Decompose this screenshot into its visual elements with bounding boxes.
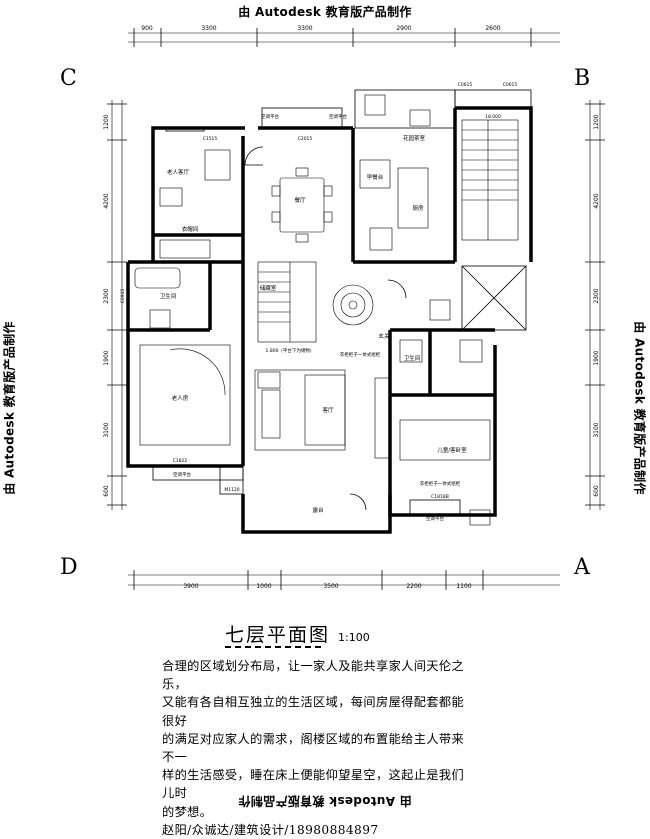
room-kitchen: 厨房 bbox=[412, 204, 424, 212]
corner-label-c: C bbox=[60, 66, 77, 91]
label-wardrobe-2: 衣柜柜子一体式组柜 bbox=[420, 480, 461, 487]
drawing-scale: 1:100 bbox=[338, 631, 370, 644]
room-terrace: 露台 bbox=[312, 506, 324, 514]
drawing-title-block: 七层平面图 1:100 bbox=[225, 620, 370, 648]
label-ac-bottom-left: 空调平台 bbox=[173, 471, 191, 478]
label-stair-width: 18.000 bbox=[485, 114, 501, 120]
description-line-3: 的满足对应家人的需求，阁楼区域的布置能给主人带来不一 bbox=[162, 731, 465, 765]
label-ac-bottom-right: 空调平台 bbox=[426, 515, 444, 522]
room-foyer: 玄关 bbox=[378, 332, 390, 340]
label-c2015: C2015 bbox=[298, 136, 313, 142]
corner-label-a: A bbox=[574, 555, 590, 580]
title-underline bbox=[225, 646, 321, 648]
dim-right-5: 3100 bbox=[593, 422, 600, 437]
dim-left-1: 1200 bbox=[103, 114, 110, 129]
room-bathroom-right: 卫生间 bbox=[404, 354, 421, 362]
dim-top-2: 3300 bbox=[201, 25, 216, 32]
label-c0915: C0915 bbox=[120, 289, 126, 304]
description-credit: 赵阳/众诚达/建筑设计/18980884897 bbox=[162, 822, 379, 837]
dim-top-4: 2900 bbox=[396, 25, 411, 32]
dim-left-4: 1900 bbox=[103, 350, 110, 365]
label-c0615-b: C0615 bbox=[503, 82, 518, 88]
corner-label-d: D bbox=[60, 555, 78, 580]
dim-right-1: 1200 bbox=[593, 114, 600, 129]
dimension-lines bbox=[107, 28, 605, 590]
label-ac-top-mid: 空调平台 bbox=[329, 113, 347, 120]
walls bbox=[126, 89, 533, 534]
room-elder-living: 老人客厅 bbox=[167, 168, 190, 176]
label-c0615-a: C0615 bbox=[458, 82, 473, 88]
label-c1822: C1822 bbox=[173, 458, 188, 464]
label-m1120: M1120 bbox=[224, 487, 239, 493]
description-line-4: 样的生活感受，睡在床上便能仰望星空，这起止是我们儿时 bbox=[162, 768, 465, 801]
room-labels: 老人客厅 餐厅 花园茶室 早餐台 厨房 衣帽间 卫生间 储藏室 玄关 卫生间 老… bbox=[160, 134, 467, 514]
room-garden-tea: 花园茶室 bbox=[403, 134, 426, 142]
room-storage: 储藏室 bbox=[260, 284, 277, 292]
dim-bottom-3: 3500 bbox=[323, 583, 338, 590]
furniture bbox=[134, 94, 491, 526]
dim-right-2: 4200 bbox=[593, 193, 600, 208]
label-ac-top-left: 空调平台 bbox=[261, 113, 279, 120]
dim-left-5: 3100 bbox=[103, 422, 110, 437]
label-c1515: C1515 bbox=[203, 136, 218, 142]
dim-right-6: 600 bbox=[593, 485, 600, 497]
dim-left-3: 2300 bbox=[103, 288, 110, 303]
dim-left-6: 600 bbox=[103, 485, 110, 497]
dim-bottom-1: 3900 bbox=[183, 583, 198, 590]
dim-right-3: 2300 bbox=[593, 288, 600, 303]
annotation-labels: C1515 C2015 C0615 C0615 18.000 C0915 C18… bbox=[120, 82, 517, 522]
dimension-labels: 900 3300 3300 2900 2600 3900 1000 3500 2… bbox=[103, 25, 600, 590]
label-c1818b: C1818B bbox=[431, 494, 449, 500]
dim-top-1: 900 bbox=[141, 25, 153, 32]
dim-bottom-4: 2200 bbox=[406, 583, 421, 590]
room-cloakroom: 衣帽间 bbox=[182, 225, 199, 233]
description-line-1: 合理的区域划分布局，让一家人及能共享家人间天伦之乐， bbox=[162, 659, 465, 692]
description-line-2: 又能有各自相互独立的生活区域，每间房屋得配套都能很好 bbox=[162, 695, 465, 728]
label-wardrobe-1: 衣柜柜子一体式组柜 bbox=[340, 351, 381, 358]
floor-plan: 900 3300 3300 2900 2600 3900 1000 3500 2… bbox=[103, 25, 605, 590]
room-dining: 餐厅 bbox=[294, 196, 306, 204]
room-bathroom-left: 卫生间 bbox=[160, 292, 177, 300]
room-guest: 儿童/客卧室 bbox=[437, 446, 467, 454]
room-living: 客厅 bbox=[322, 406, 334, 414]
drawing-title: 七层平面图 bbox=[225, 624, 331, 646]
dim-top-5: 2600 bbox=[485, 25, 500, 32]
room-breakfast: 早餐台 bbox=[367, 173, 384, 181]
corner-label-b: B bbox=[574, 66, 591, 91]
dim-top-3: 3300 bbox=[297, 25, 312, 32]
dim-right-4: 1900 bbox=[593, 350, 600, 365]
dim-bottom-5: 1100 bbox=[456, 583, 471, 590]
dim-bottom-2: 1000 bbox=[256, 583, 271, 590]
room-elder-room: 老人房 bbox=[172, 394, 189, 402]
dim-left-2: 4200 bbox=[103, 193, 110, 208]
label-level-note: 1.800（平台下为储物） bbox=[266, 347, 315, 354]
stair bbox=[257, 119, 519, 343]
watermark-top: 由 Autodesk 教育版产品制作 bbox=[238, 5, 412, 19]
